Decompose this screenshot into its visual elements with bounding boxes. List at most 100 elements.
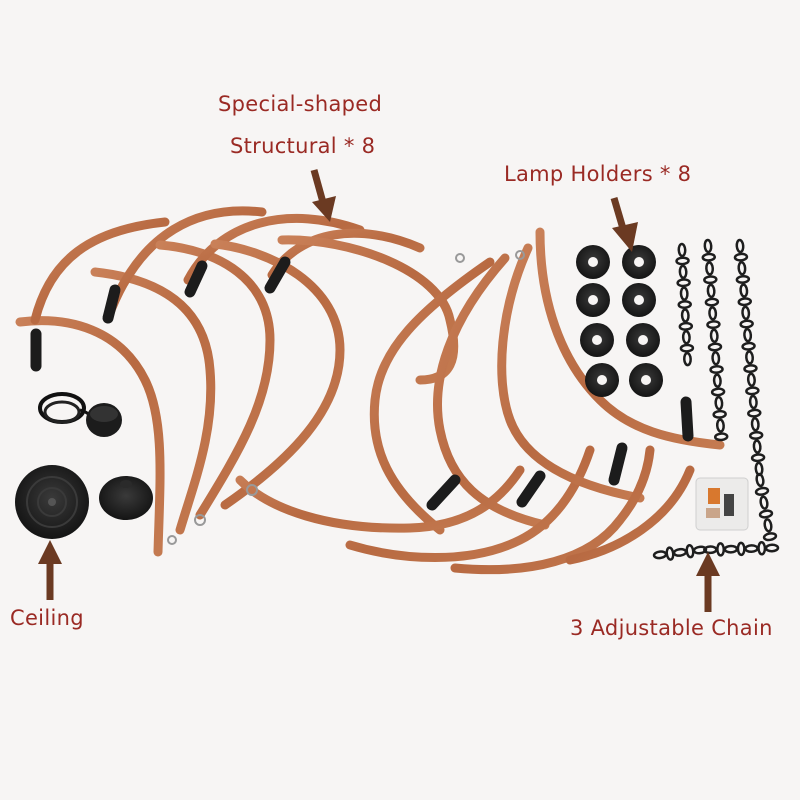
cable-coil bbox=[43, 400, 81, 424]
chain-link bbox=[764, 543, 780, 553]
structural-arm bbox=[103, 206, 267, 323]
chain-link bbox=[758, 509, 774, 519]
label-ceiling: Ceiling bbox=[10, 606, 84, 630]
chain-link bbox=[704, 297, 720, 307]
chain-short bbox=[675, 242, 695, 367]
chain-link bbox=[748, 430, 764, 440]
chain-link bbox=[672, 547, 688, 557]
chain-link bbox=[712, 409, 727, 419]
structural-arm bbox=[535, 227, 725, 450]
lamp-holder bbox=[585, 363, 619, 397]
chain-link bbox=[716, 542, 726, 557]
lamp-holders bbox=[576, 245, 663, 397]
chain-link bbox=[714, 395, 724, 411]
label-chain: 3 Adjustable Chain bbox=[570, 616, 773, 640]
socket bbox=[102, 284, 121, 324]
lamp-holder bbox=[580, 323, 614, 357]
chain-link bbox=[746, 372, 756, 387]
structural-arm bbox=[210, 239, 345, 510]
chain-link bbox=[678, 321, 694, 331]
chain-link bbox=[706, 283, 716, 299]
chain-link bbox=[763, 518, 773, 533]
chain-link bbox=[743, 327, 753, 343]
hook bbox=[455, 253, 465, 263]
chain-link bbox=[750, 453, 766, 463]
chain-link bbox=[703, 238, 713, 254]
chain-link bbox=[681, 330, 691, 345]
lamp-holder bbox=[576, 245, 610, 279]
chain-link bbox=[703, 275, 718, 285]
lamp-holder bbox=[622, 283, 656, 317]
lamp-holder bbox=[626, 323, 660, 357]
lamp-holder bbox=[629, 363, 663, 397]
chain-link bbox=[735, 238, 745, 254]
chain-link bbox=[741, 305, 751, 321]
arm-sockets-left bbox=[30, 256, 291, 372]
chain-link bbox=[709, 364, 724, 374]
hook bbox=[194, 514, 206, 526]
chain-link bbox=[736, 541, 746, 557]
hooks bbox=[167, 250, 525, 545]
chain-link bbox=[762, 532, 778, 542]
chain-link bbox=[665, 546, 675, 561]
chain-link bbox=[705, 261, 715, 276]
lamp-holder bbox=[622, 245, 656, 279]
chain-link bbox=[759, 495, 769, 510]
structural-arm bbox=[369, 257, 495, 535]
hook bbox=[167, 535, 177, 545]
socket bbox=[426, 474, 461, 511]
chain-link bbox=[712, 373, 722, 388]
hook bbox=[515, 250, 525, 260]
chain-link bbox=[755, 472, 765, 488]
chain-link bbox=[737, 297, 752, 307]
chain-link bbox=[677, 300, 692, 310]
chain-link bbox=[679, 286, 689, 301]
structural-arm bbox=[155, 240, 275, 520]
socket bbox=[680, 396, 694, 442]
chain-link bbox=[745, 350, 755, 365]
chain-link bbox=[748, 394, 758, 410]
chain-link bbox=[744, 544, 759, 554]
arrow-ceiling bbox=[38, 540, 62, 600]
arrows bbox=[38, 169, 720, 612]
chain-link bbox=[678, 264, 688, 280]
chain-link bbox=[685, 543, 695, 559]
chain-link bbox=[737, 261, 747, 276]
chain-link bbox=[743, 364, 758, 374]
canopy-cap bbox=[99, 476, 153, 520]
chain-link bbox=[747, 408, 762, 418]
structural-arm bbox=[90, 267, 216, 535]
structural-arm bbox=[450, 445, 655, 575]
structural-arm bbox=[183, 214, 365, 285]
chain-link bbox=[677, 242, 687, 258]
socket bbox=[184, 260, 208, 298]
socket bbox=[608, 442, 628, 486]
socket bbox=[516, 470, 546, 508]
chain-link bbox=[708, 306, 718, 321]
chain-link bbox=[754, 486, 770, 496]
chain-link bbox=[752, 439, 762, 454]
chain-link bbox=[706, 320, 721, 330]
chain-link bbox=[710, 387, 726, 397]
chain-link bbox=[680, 308, 690, 323]
chain-link bbox=[675, 256, 690, 266]
chain-long bbox=[652, 238, 780, 561]
socket bbox=[264, 256, 291, 294]
chain-link bbox=[682, 351, 692, 367]
chain-medium bbox=[701, 238, 729, 442]
chain-link bbox=[739, 283, 749, 298]
chain-link bbox=[676, 278, 691, 288]
chain-link bbox=[750, 417, 760, 432]
hook bbox=[246, 484, 258, 496]
chain-link bbox=[739, 319, 754, 329]
structural-arm bbox=[15, 316, 165, 557]
label-lamp-holders: Lamp Holders * 8 bbox=[504, 162, 692, 186]
structural-arm bbox=[235, 465, 525, 533]
ceiling-parts bbox=[15, 392, 153, 539]
arm-sockets-right bbox=[426, 396, 694, 511]
label-structural-line1: Special-shaped bbox=[218, 92, 383, 116]
chain-link bbox=[723, 544, 739, 554]
arrow-lamp-holders bbox=[610, 197, 638, 252]
chain-link bbox=[703, 545, 718, 555]
